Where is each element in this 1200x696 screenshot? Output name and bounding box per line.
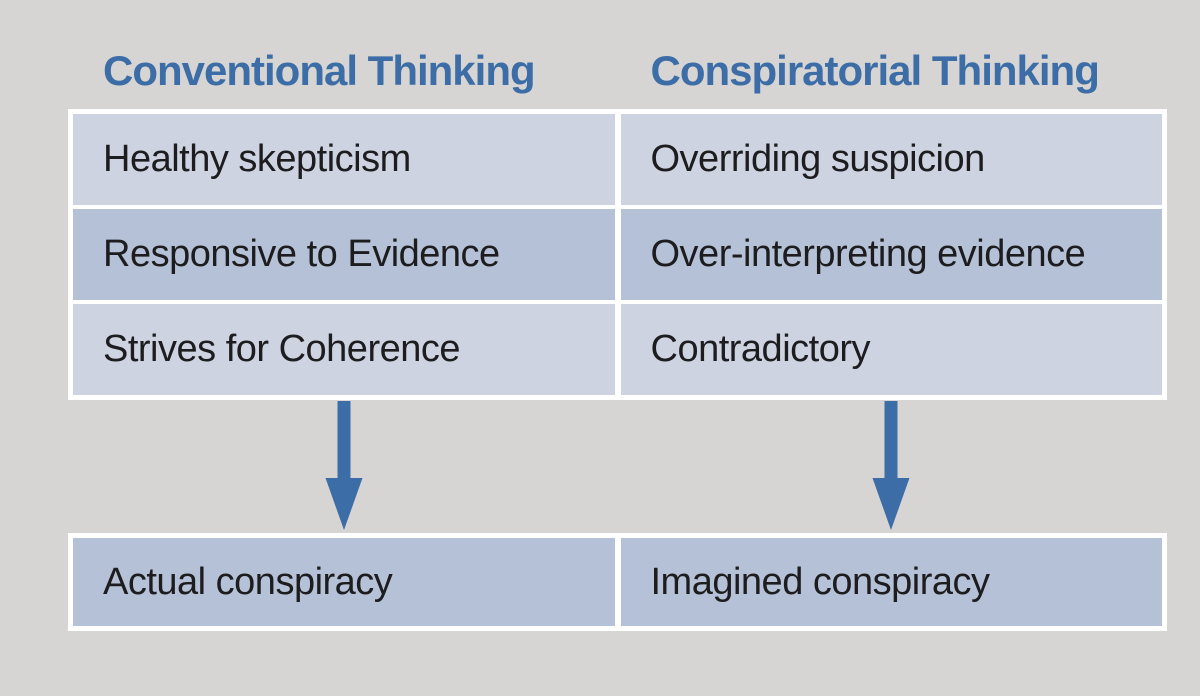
cell-over-interpreting-evidence: Over-interpreting evidence [620,209,1162,300]
comparison-table: Healthy skepticism Overriding suspicion … [68,109,1167,400]
cell-contradictory: Contradictory [620,304,1162,395]
cell-strives-for-coherence: Strives for Coherence [73,304,615,395]
cell-responsive-to-evidence: Responsive to Evidence [73,209,615,300]
cell-healthy-skepticism: Healthy skepticism [73,114,615,205]
column-headers: Conventional Thinking Conspiratorial Thi… [68,44,1167,98]
result-cell-imagined-conspiracy: Imagined conspiracy [620,538,1162,626]
result-cell-actual-conspiracy: Actual conspiracy [73,538,615,626]
down-arrow-icon [872,401,910,530]
column-header-conventional-thinking: Conventional Thinking [103,47,536,94]
cell-overriding-suspicion: Overriding suspicion [620,114,1162,205]
column-header-conspiratorial-thinking: Conspiratorial Thinking [650,47,1100,94]
result-table: Actual conspiracy Imagined conspiracy [68,533,1167,631]
down-arrow-icon [325,401,363,530]
